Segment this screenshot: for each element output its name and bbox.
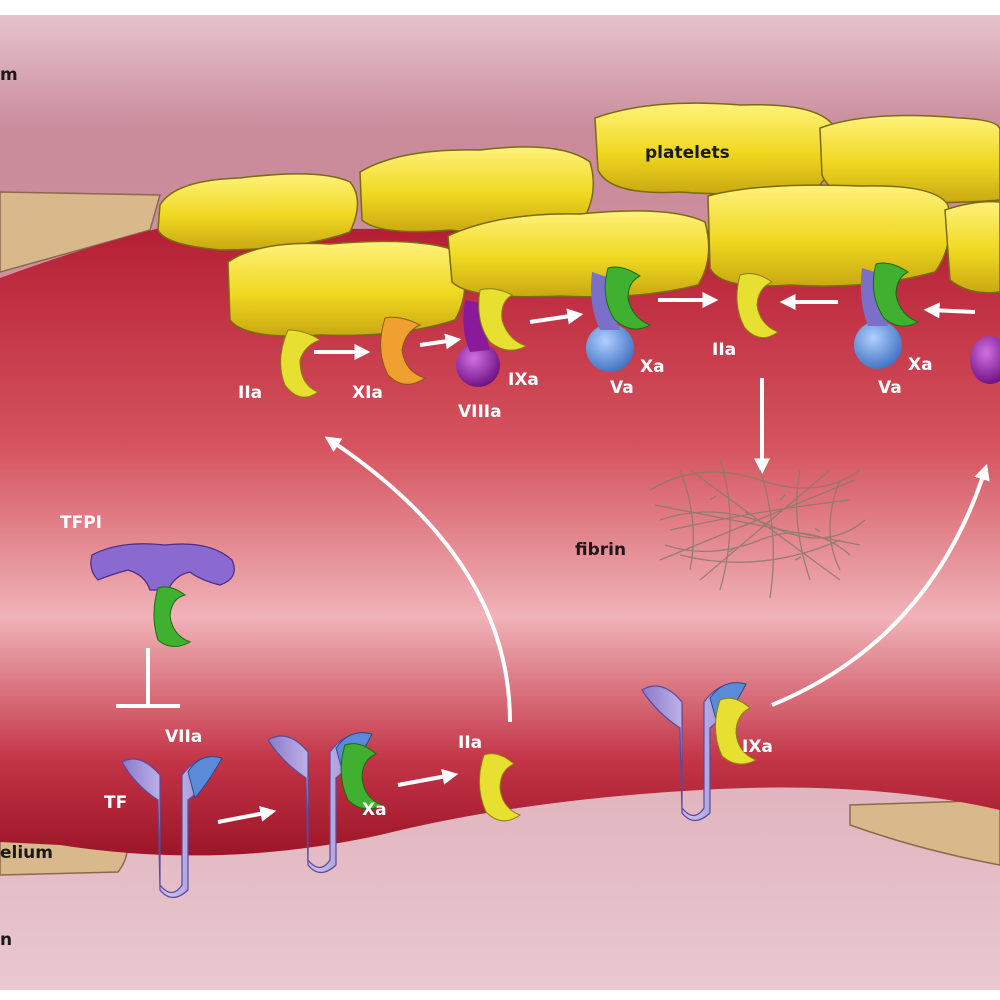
- initiation-arrows: [217, 436, 990, 824]
- factor-ixa-viiia-right-partial: [970, 336, 1000, 384]
- tfpi-inhibition: [116, 648, 180, 708]
- tf-viia-ixa-complex: [641, 682, 758, 822]
- xa-initiation-label: Xa: [362, 800, 387, 820]
- iia-initiation-label: IIa: [458, 733, 482, 753]
- endothelium-label: elium: [0, 843, 53, 863]
- tfpi-complex: [90, 543, 235, 647]
- label-xia: XIa: [352, 383, 383, 403]
- ixa-initiation-label: IXa: [742, 737, 773, 757]
- label-iia-center: IIa: [712, 340, 736, 360]
- endothelium-upper-left: [0, 191, 161, 273]
- platelet-layer: [157, 102, 1000, 337]
- factor-iia-initiation: [479, 753, 522, 822]
- factor-iia-center: [736, 273, 780, 339]
- label-xa-right: Xa: [908, 355, 933, 375]
- label-va: Va: [610, 378, 634, 398]
- label-va-right: Va: [878, 378, 902, 398]
- lumen-bottom-label: n: [0, 930, 12, 950]
- tf-label: TF: [104, 793, 127, 813]
- tf-viia-xa-complex: [267, 732, 384, 874]
- fibrin-label: fibrin: [575, 540, 626, 560]
- tfpi-label: TFPI: [60, 513, 102, 533]
- factor-ixa-viiia-complex: [456, 288, 528, 387]
- vessel-lumen: [0, 228, 1000, 856]
- platelet-arrows: [314, 292, 976, 475]
- label-xa-prothrombinase: Xa: [640, 357, 665, 377]
- label-viiia: VIIIa: [458, 402, 502, 422]
- factor-xa-va-right-complex: [854, 262, 920, 369]
- label-iia-platelet: IIa: [238, 383, 262, 403]
- platelets-label: platelets: [645, 143, 730, 163]
- factor-xia: [380, 316, 427, 385]
- label-ixa-platelet: IXa: [508, 370, 539, 390]
- factor-xa-va-complex: [586, 266, 652, 372]
- fibrin-mesh: [649, 459, 866, 599]
- factor-iia-platelet: [280, 329, 322, 398]
- lumen-top-label: m: [0, 65, 18, 85]
- viia-label: VIIa: [165, 727, 202, 747]
- tf-viia-complex: [121, 756, 223, 899]
